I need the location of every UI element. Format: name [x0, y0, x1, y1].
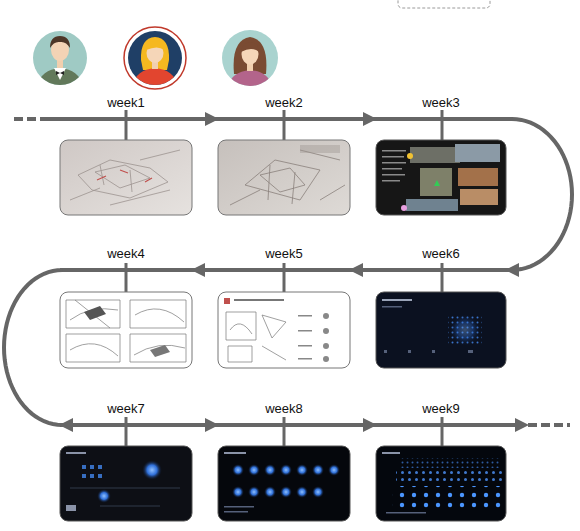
sketch-thumbnail [218, 140, 350, 215]
diagram-thumbnail [218, 292, 350, 368]
render-thumbnail [60, 446, 192, 521]
week-card: week3 [376, 93, 506, 215]
week-card: week7 [60, 399, 192, 521]
week-label: week1 [60, 95, 192, 111]
timeline-end-arrow [515, 418, 529, 432]
photo-collage-thumbnail [376, 140, 506, 215]
week-label: week4 [60, 246, 192, 262]
week-label: week6 [376, 246, 506, 262]
timeline-arrow [350, 117, 376, 121]
timeline-arrow [350, 423, 376, 427]
render-thumbnail [376, 292, 506, 368]
week-label: week9 [376, 401, 506, 417]
week-card: week2 [218, 93, 350, 215]
week-label: week5 [218, 246, 350, 262]
week-card: week5 [218, 244, 350, 368]
timeline-arrow [192, 268, 218, 272]
timeline-arrow [4, 270, 62, 425]
week-label: week2 [218, 95, 350, 111]
timeline-segment [14, 119, 570, 425]
timeline-arrow [192, 117, 218, 121]
avatar-man [33, 31, 87, 86]
week-card: week1 [60, 93, 192, 215]
avatar-woman-blonde [124, 27, 186, 89]
week-card: week4 [60, 244, 192, 368]
week-card: week9 [376, 399, 506, 521]
avatar-woman-brown [222, 30, 278, 88]
week-label: week8 [218, 401, 350, 417]
week-card: week8 [218, 399, 350, 521]
timeline-arrow [350, 268, 376, 272]
week-label: week3 [376, 95, 506, 111]
sketch-thumbnail [60, 140, 192, 215]
week-card: week6 [376, 244, 506, 368]
week-label: week7 [60, 401, 192, 417]
timeline-arrow [506, 119, 572, 270]
render-thumbnail [218, 446, 350, 521]
timeline-arrow [192, 423, 218, 427]
render-thumbnail [376, 446, 506, 521]
diagram-thumbnail [60, 292, 192, 368]
